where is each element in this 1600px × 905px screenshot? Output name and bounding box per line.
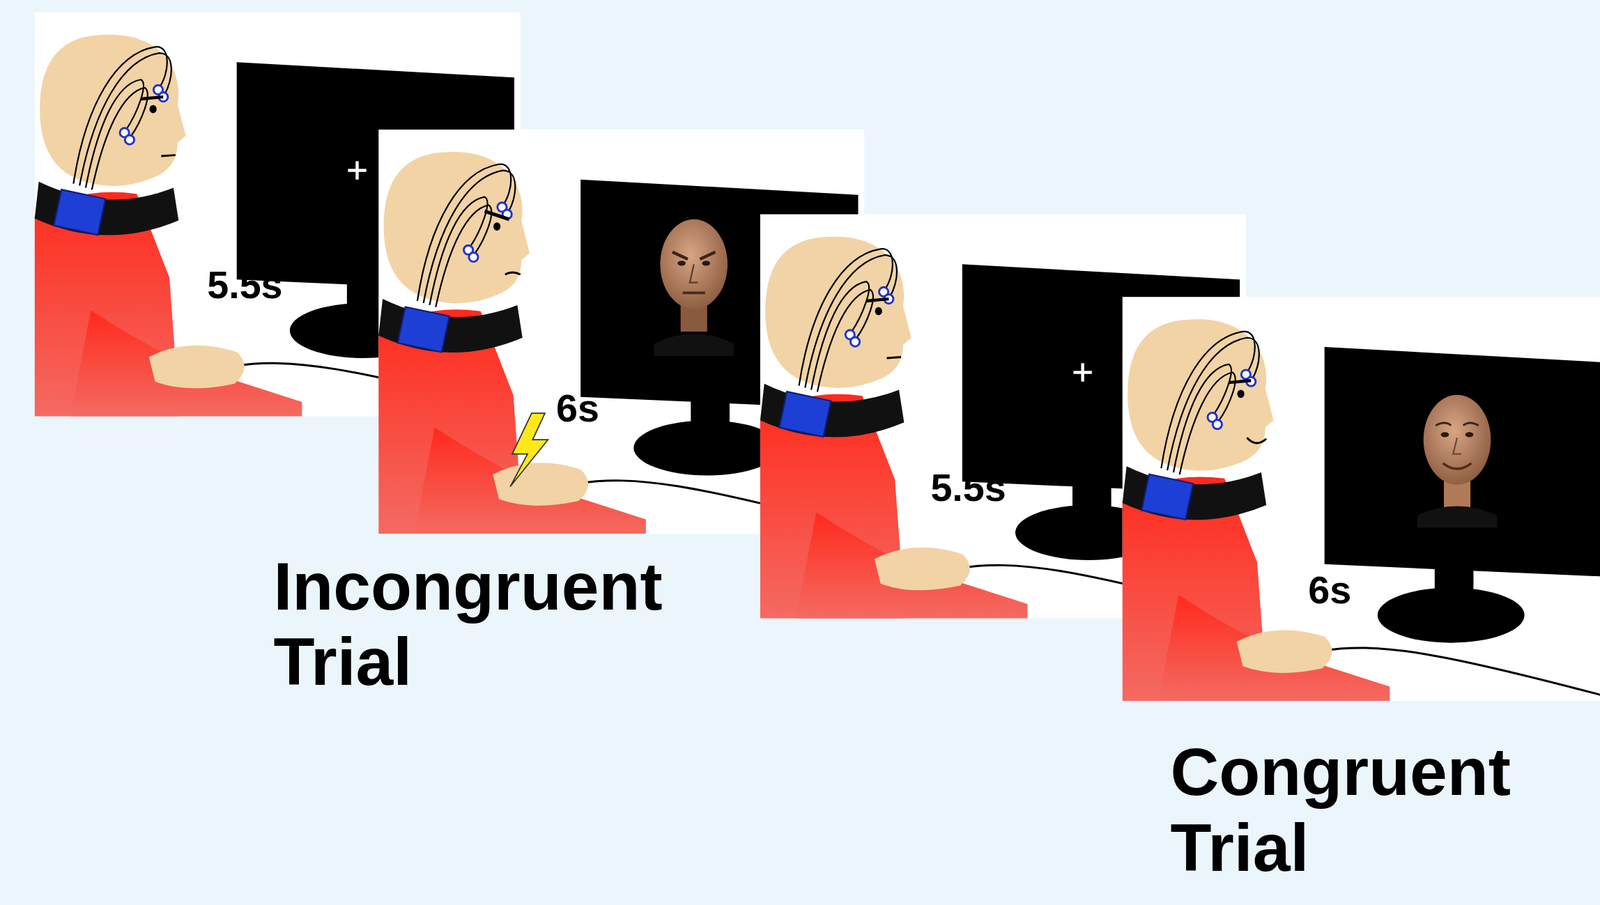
duration-label: 6s: [1308, 568, 1410, 612]
duration-label: 5.5s: [930, 466, 1074, 510]
duration-label: 6s: [556, 386, 658, 430]
happy-face-panel: [1122, 296, 1600, 702]
duration-label: 5.5s: [206, 263, 350, 307]
trial-type-label: Congruent Trial: [1170, 734, 1589, 886]
trial-type-label: Incongruent Trial: [273, 549, 733, 700]
